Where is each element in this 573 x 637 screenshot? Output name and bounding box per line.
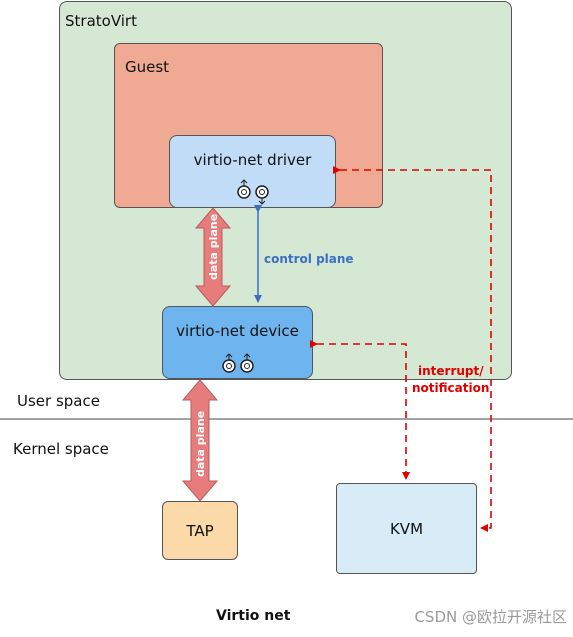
data-plane-label-upper: data plane bbox=[207, 214, 220, 280]
stratovirt-label: StratoVirt bbox=[65, 12, 137, 30]
data-plane-arrow-upper bbox=[194, 207, 232, 307]
driver-queue-icon bbox=[237, 179, 269, 205]
tap-box: TAP bbox=[162, 501, 238, 560]
driver-label: virtio-net driver bbox=[193, 151, 312, 169]
driver-kvm-notification-arrow bbox=[333, 166, 492, 532]
guest-label: Guest bbox=[125, 58, 170, 76]
tap-label: TAP bbox=[186, 522, 214, 540]
diagram-caption: Virtio net bbox=[216, 608, 291, 624]
user-space-label: User space bbox=[17, 392, 100, 410]
virtio-net-driver-box: virtio-net driver bbox=[169, 135, 336, 208]
control-plane-label: control plane bbox=[264, 252, 354, 266]
kernel-space-label: Kernel space bbox=[13, 440, 109, 458]
virtio-net-device-box: virtio-net device bbox=[162, 306, 313, 379]
device-kvm-notification-arrow bbox=[310, 340, 410, 480]
watermark: CSDN @欧拉开源社区 bbox=[414, 608, 567, 626]
device-label: virtio-net device bbox=[176, 322, 299, 340]
data-plane-arrow-lower bbox=[181, 379, 219, 502]
device-queue-icon bbox=[222, 353, 254, 373]
data-plane-label-lower: data plane bbox=[194, 411, 207, 477]
